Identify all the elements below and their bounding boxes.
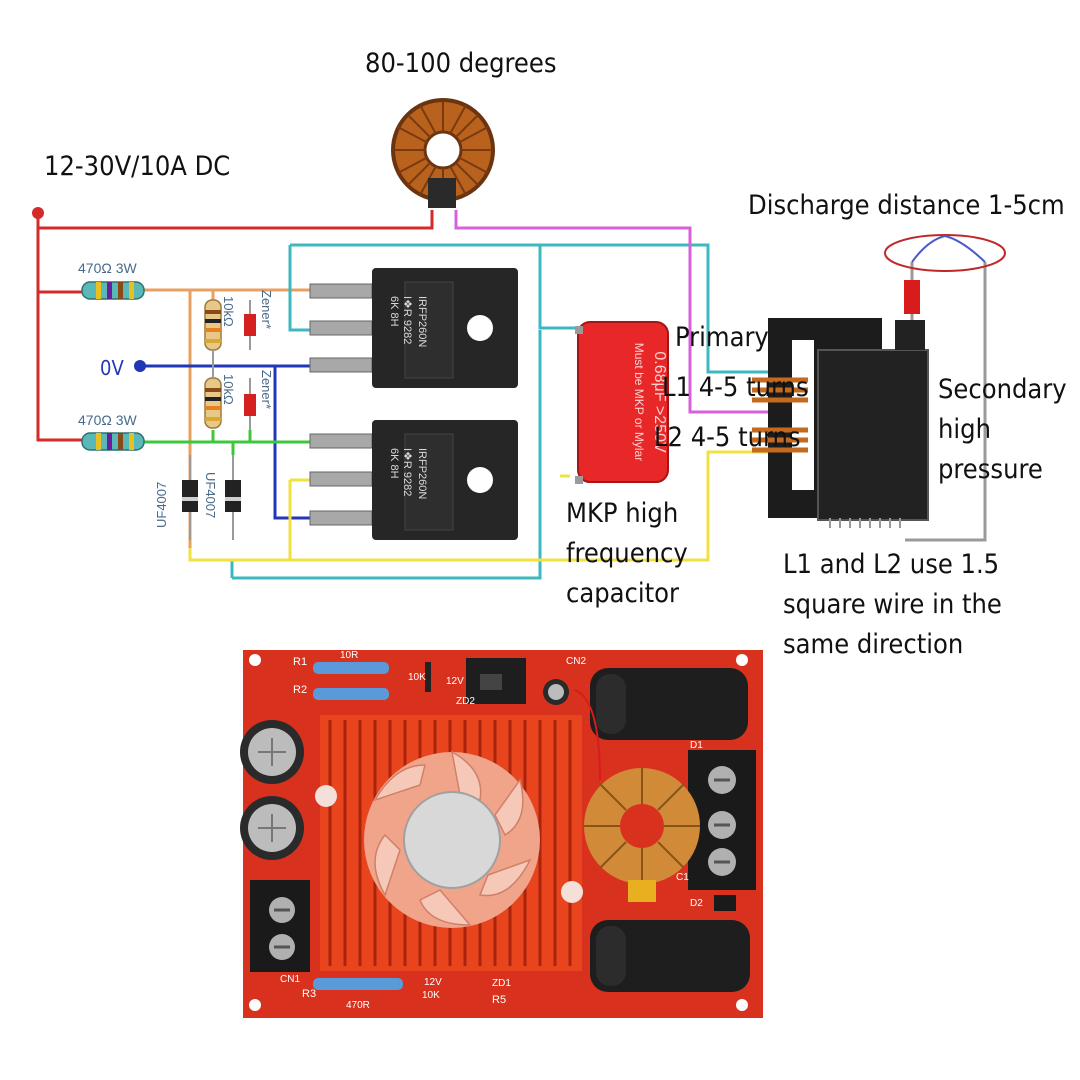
- supply-dot: [32, 207, 44, 219]
- mosfet-bottom-label-2: I❖R 9282: [401, 448, 413, 497]
- pcb-r5: R5: [492, 994, 507, 1006]
- discharge-label: Discharge distance 1-5cm: [748, 190, 1065, 221]
- wire-note-2: square wire in the: [783, 589, 1002, 620]
- secondary-label-3: pressure: [938, 454, 1043, 485]
- pcb-r3: R3: [302, 988, 317, 1000]
- mosfet-bottom-label-1: IRFP260N: [416, 448, 428, 500]
- winding-l1: [752, 377, 808, 403]
- pcb-r1: R1: [293, 656, 308, 668]
- pcb-zd2: ZD2: [456, 696, 475, 707]
- zener-b: [244, 378, 256, 430]
- electrolytic-cap-a: [240, 720, 304, 784]
- pcb-cn1: CN1: [280, 974, 301, 985]
- mosfet-top-label-1: IRFP260N: [416, 296, 428, 348]
- pcb-10k-b: 10K: [422, 990, 440, 1001]
- primary-label: Primary: [675, 322, 769, 353]
- wire-note-1: L1 and L2 use 1.5: [783, 549, 1000, 580]
- resistor-470-bottom-label: 470Ω 3W: [78, 412, 137, 428]
- winding-l2: [752, 427, 808, 453]
- mosfet-top-label-2: I❖R 9282: [401, 296, 413, 345]
- l2-label: L2 4-5 turns: [654, 422, 801, 453]
- pcb-board: [240, 650, 763, 1018]
- supply-label: 12-30V/10A DC: [44, 151, 231, 182]
- pcb-zd1: ZD1: [492, 978, 511, 989]
- wires: [36, 210, 987, 580]
- pcb-10r: 10R: [340, 650, 359, 661]
- pcb-c1: C1: [676, 872, 689, 883]
- resistor-10k-b: [204, 377, 222, 429]
- pcb-cn2: CN2: [566, 656, 587, 667]
- film-cap-bottom: [590, 920, 750, 992]
- pcb-12v-b: 12V: [424, 977, 442, 988]
- yellow-wire: [188, 450, 770, 562]
- l1-label: L1 4-5 turns: [662, 372, 809, 403]
- terminal-right: [688, 750, 756, 890]
- zener-b-label: Zener*: [259, 370, 274, 410]
- drain-wire: [230, 243, 770, 580]
- capacitor-label-2: Must be MKP or Mylar: [632, 342, 646, 462]
- toroid-inductor: [391, 98, 495, 208]
- secondary-label-2: high: [938, 414, 991, 445]
- discharge-arc: [911, 234, 986, 263]
- pcb-10k-a: 10K: [408, 672, 426, 683]
- ground-dot: [134, 360, 146, 372]
- diode-uf4007-b: [225, 455, 241, 540]
- pcb-470r: 470R: [346, 1000, 370, 1011]
- top-resistors: [313, 662, 403, 990]
- capacitor-label-a: MKP high: [566, 498, 679, 529]
- capacitor-label-b: frequency: [566, 538, 688, 569]
- mosfet-bottom-label-3: 6K 8H: [388, 448, 400, 479]
- discharge-ellipse: [884, 234, 1006, 272]
- magenta-wire: [454, 210, 770, 414]
- fan-blades: [373, 750, 532, 926]
- flyback-transformer: [752, 234, 1006, 528]
- diode-a-label: UF4007: [154, 481, 169, 528]
- diode-uf4007-a: [182, 455, 198, 540]
- resistor-10k-a: [204, 299, 222, 351]
- resistor-10k-a-label: 10kΩ: [221, 296, 236, 327]
- electrolytic-cap-b: [240, 796, 304, 860]
- pcb-r2: R2: [293, 684, 308, 696]
- capacitor-label-c: capacitor: [566, 578, 680, 609]
- zener-a: [244, 300, 256, 350]
- pcb-d2: D2: [690, 898, 703, 909]
- board-toroid: [584, 768, 700, 902]
- pcb-d1: D1: [690, 740, 703, 751]
- terminal-cn1: [250, 880, 310, 972]
- mkp-capacitor: [575, 321, 669, 484]
- ground-label: 0V: [100, 356, 124, 380]
- film-cap-top: [590, 668, 748, 740]
- mosfet-top-label-3: 6K 8H: [388, 296, 400, 327]
- temperature-label: 80-100 degrees: [365, 48, 557, 79]
- resistor-470-bottom: [81, 432, 145, 451]
- secondary-label-1: Secondary: [938, 374, 1067, 405]
- mosfet-top: [309, 268, 518, 388]
- resistor-470-top-label: 470Ω 3W: [78, 260, 137, 276]
- wire-note-3: same direction: [783, 629, 964, 660]
- heatsink: [320, 715, 582, 971]
- mosfet-bottom: [309, 420, 518, 540]
- gate-wire-bottom: [140, 430, 312, 455]
- pcb-12v-a: 12V: [446, 676, 464, 687]
- resistor-10k-b-label: 10kΩ: [221, 374, 236, 405]
- diode-b-label: UF4007: [203, 472, 218, 519]
- ground-wire: [140, 364, 312, 520]
- resistor-470-top: [81, 281, 145, 300]
- zener-a-label: Zener*: [259, 290, 274, 330]
